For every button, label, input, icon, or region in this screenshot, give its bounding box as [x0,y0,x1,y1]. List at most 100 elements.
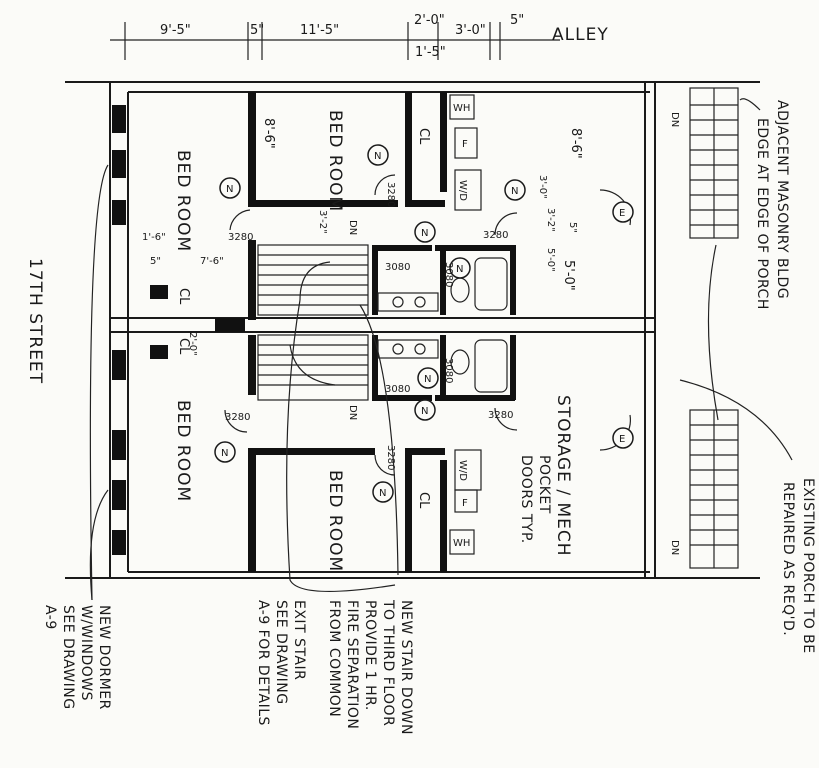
closet-label-left-lower: CL [176,338,191,355]
porch-stair-bottom [689,409,739,569]
closet-label-upper: CL [416,128,431,145]
dim-3-0: 3'-0" [455,23,486,38]
note-adjacent-masonry: ADJACENT MASONRY BLDG EDGE AT EDGE OF PO… [754,100,790,310]
toilet [450,349,470,375]
tag-n: N [226,184,233,195]
note-line: DOORS TYP. [518,455,534,544]
door-size-3280: 3280 [488,410,513,421]
dim-5-0-left: 5'-0" [545,248,556,272]
room-label-storage-mech: STORAGE / MECH [553,395,573,557]
dim-3-2-inner: 3'-2" [545,208,556,232]
door-size-3280: 3280 [483,230,508,241]
note-line: SEE DRAWING [273,600,289,705]
dim-1-5: 1'-5" [415,45,446,60]
dim-7-6: 7'-6" [200,256,224,267]
note-line: EXISTING PORCH TO BE [800,478,816,654]
tag-circle-e [612,201,634,223]
stair-outline [257,334,369,401]
tag-circle-n [504,179,526,201]
door-size-3280: 3280 [225,412,250,423]
wall-segment [435,245,515,251]
room-label-bedroom-upper: BED ROOM [325,110,345,212]
leader-stair [359,304,399,576]
wd-label: W/D [457,460,468,481]
vanity [377,292,439,312]
note-line: SEE DRAWING [60,605,76,710]
sink-basin [392,296,404,308]
tag-circle-n [414,221,436,243]
window-block [112,200,126,225]
door-swings [224,174,632,476]
dim-3-2-stair: 3'-2" [317,210,328,234]
stair-arrow-curve [299,261,331,301]
door-size-3080: 3080 [443,262,454,287]
room-label-bedroom-lower-left: BED ROOM [173,400,193,502]
wh-label: WH [453,538,470,549]
dim-11-5: 11'-5" [300,23,339,38]
wall-segment [440,92,447,192]
washer-dryer-box [454,169,482,211]
wall-segment [405,448,445,455]
wall-segment [248,448,256,572]
tag-n: N [424,374,431,385]
tag-circle-n [214,441,236,463]
note-line: NEW DORMER [96,605,112,710]
dim-5-b: 5" [510,13,524,28]
note-line: EXIT STAIR [291,600,307,680]
water-heater-box [449,529,475,555]
window-block [112,430,126,460]
wall-segment [248,200,398,207]
sink-basin [392,343,404,355]
f-label: F [462,139,468,150]
note-line: A-9 [42,605,58,630]
leader-dormer [89,489,109,601]
tag-e: E [619,434,625,445]
note-line: A-9 FOR DETAILS [255,600,271,726]
wall-segment [248,240,256,320]
wall-segment [372,335,378,400]
note-pocket-doors: POCKET DOORS TYP. [518,455,552,544]
leader-stair [286,299,396,593]
dim-8-6-right: 8'-6" [568,128,583,159]
tag-n: N [421,228,428,239]
leader-lines [89,98,793,601]
note-line: EDGE AT EDGE OF PORCH [754,118,770,310]
building-outline [65,81,760,579]
tag-circle-n [449,257,471,279]
tag-n: N [511,186,518,197]
note-line: POCKET [536,455,552,514]
note-line: FIRE SEPARATION [344,600,360,729]
closet-label-lower: CL [416,492,431,509]
utility-boxes-lower: W/D F WH [449,449,482,555]
dim-9-5: 9'-5" [160,23,191,38]
note-new-stair: NEW STAIR DOWN TO THIRD FLOOR PROVIDE 1 … [255,599,414,735]
furnace-box [454,127,478,159]
tag-circle-e [612,427,634,449]
closet-label-left-upper: CL [176,288,191,305]
leader-adjacent [739,98,761,111]
dim-3-0-inner: 3'-0" [537,175,548,199]
lower-unit-walls [150,335,516,572]
dim-2-0-closet: 2'-0" [187,332,198,356]
window-block [112,530,126,555]
tag-circle-n [414,399,436,421]
alley-label: ALLEY [552,25,609,45]
note-new-dormer: NEW DORMER W/WINDOWS SEE DRAWING A-9 [42,605,112,710]
wall-segment [372,245,378,315]
note-line: FROM COMMON [326,600,342,717]
upper-unit-walls [150,92,516,332]
door-swing [494,212,518,236]
dim-5-inner: 5" [567,222,578,233]
wall-segment [248,92,256,204]
dim-1-6: 1'-6" [142,232,166,243]
utility-boxes-upper: WH F W/D [449,94,482,211]
tag-circle-n [417,367,439,389]
window-block [112,350,126,380]
wall-segment [440,335,446,400]
wall-segment [372,245,432,251]
street-windows [112,105,126,555]
bathtub [474,257,508,311]
tag-markers: N N N N N N N N N E E [214,144,634,503]
note-line: ADJACENT MASONRY BLDG [774,100,790,299]
